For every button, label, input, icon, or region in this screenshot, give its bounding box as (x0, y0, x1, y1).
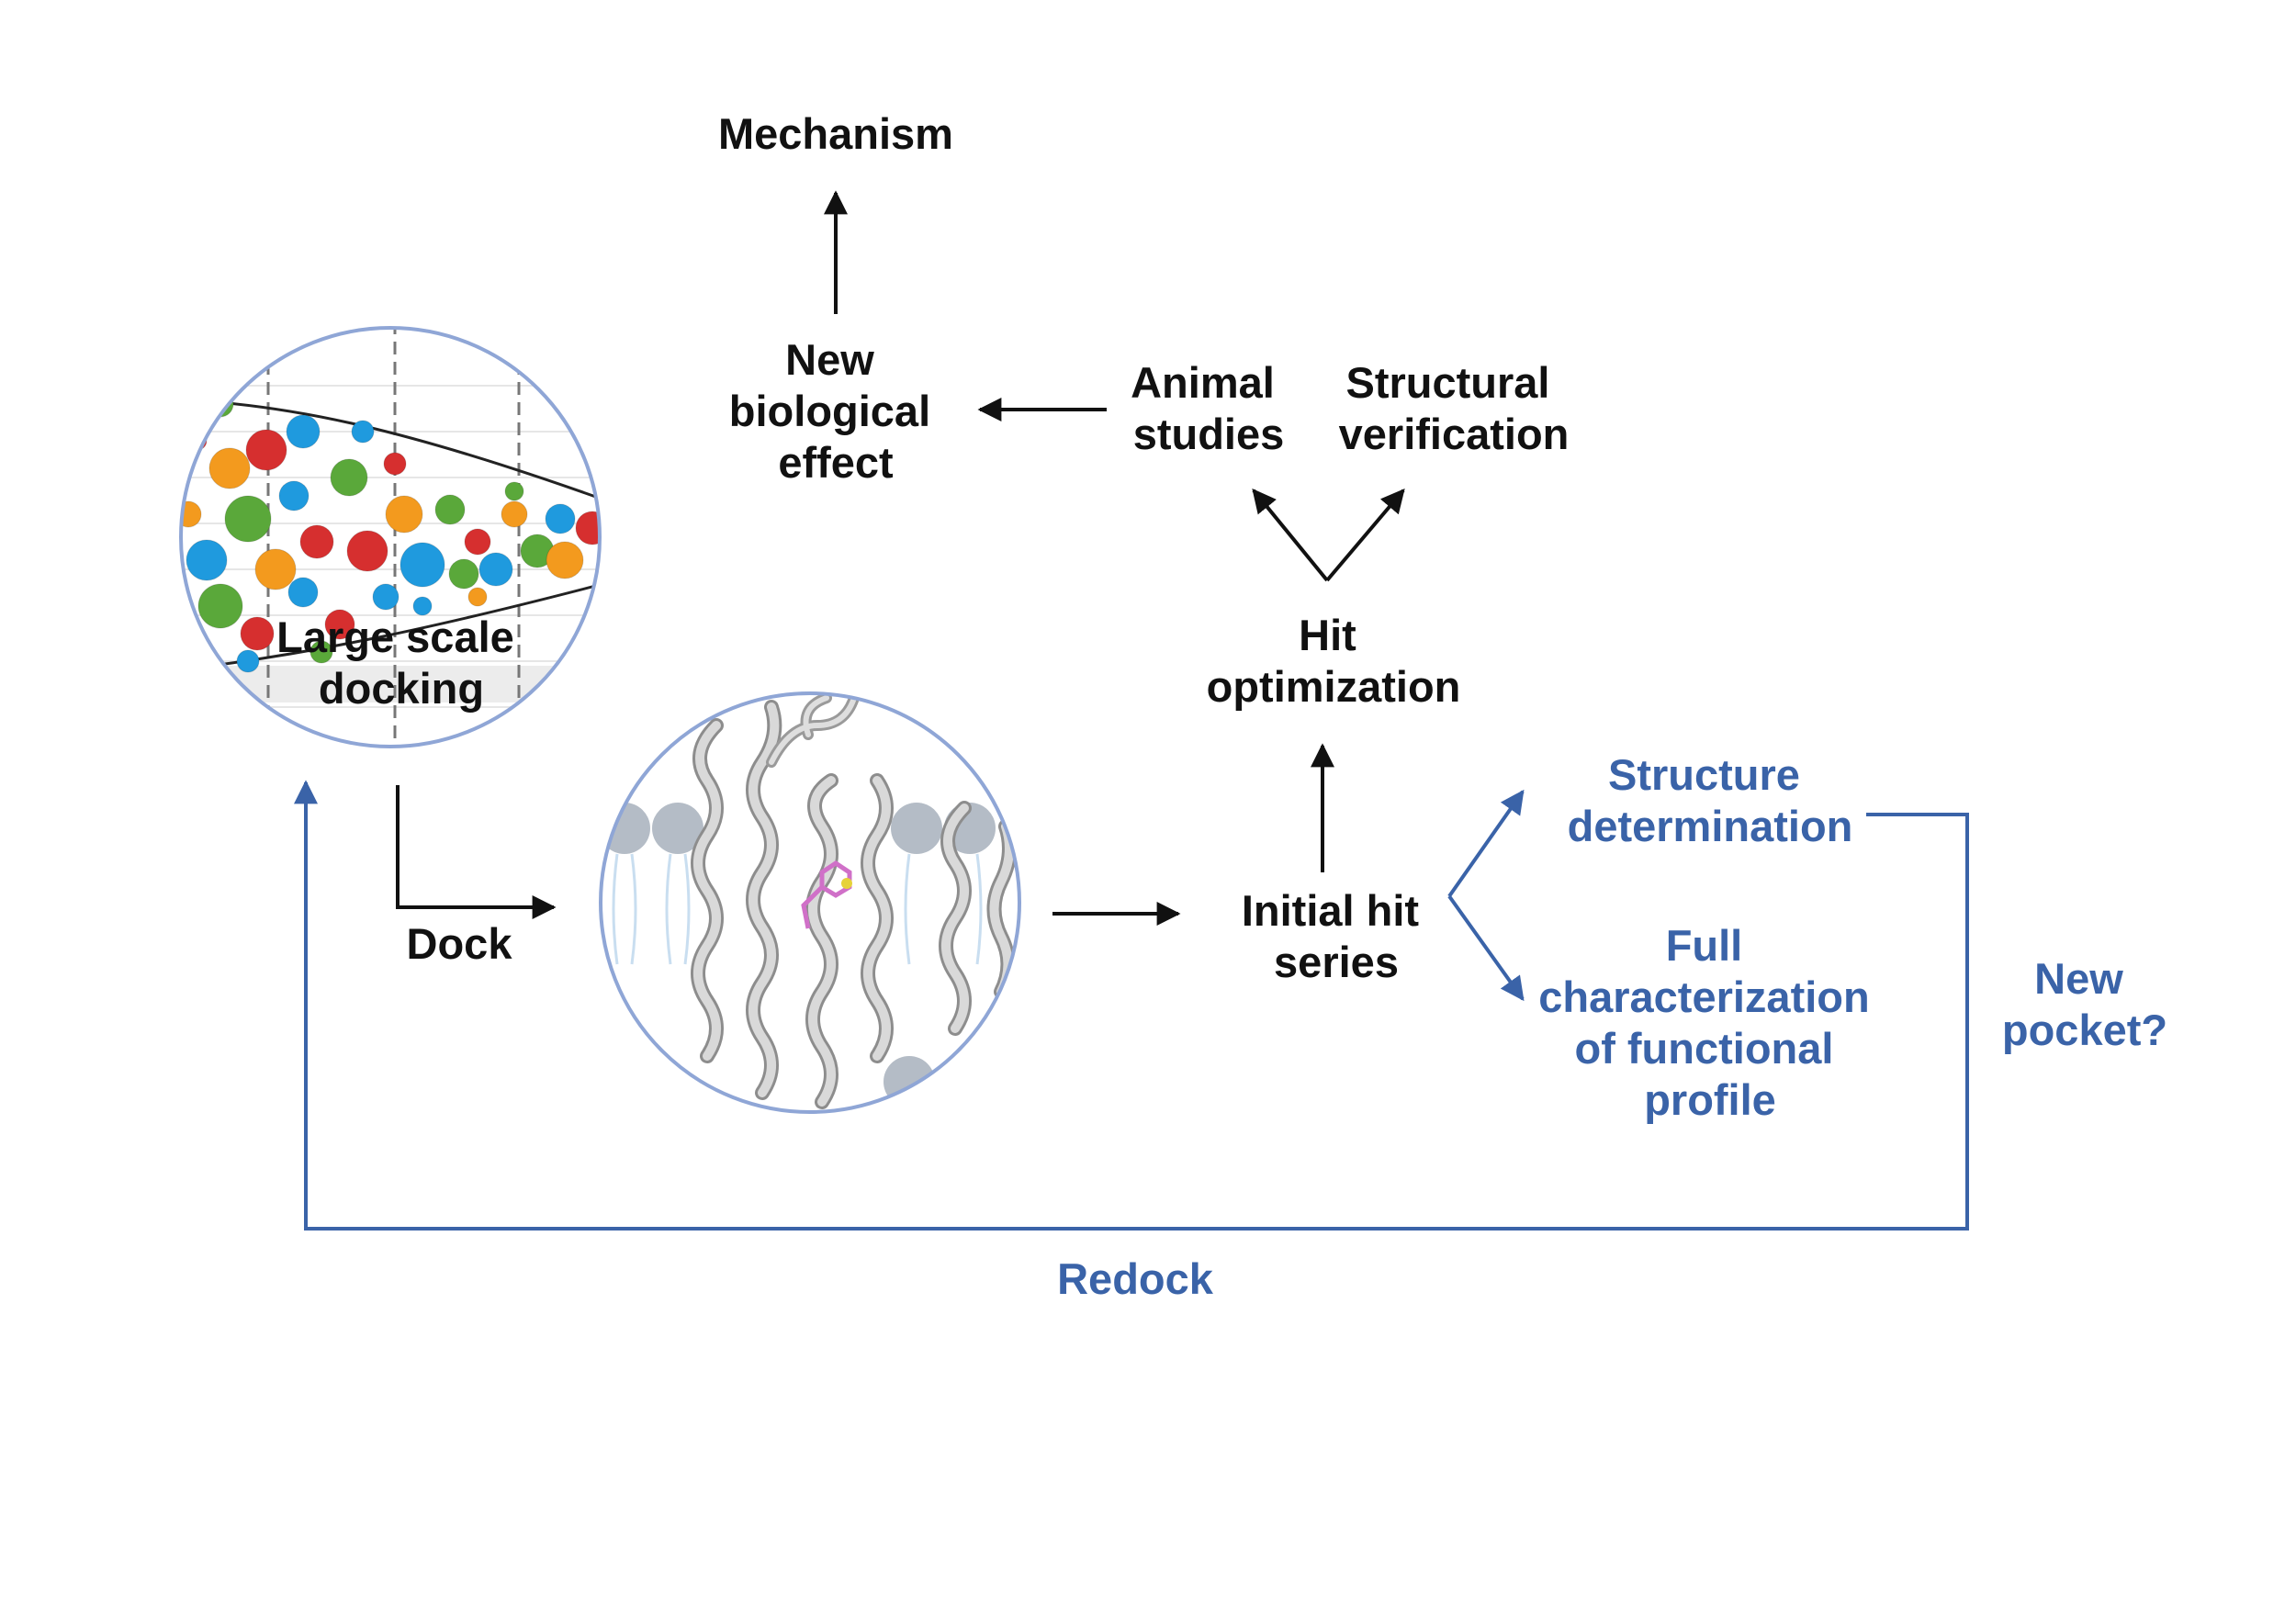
molecule-ball (210, 669, 231, 690)
molecule-ball (186, 539, 228, 581)
molecule-ball (236, 649, 260, 673)
molecule-ball (351, 420, 375, 444)
arrow-hitopt-to-animal (1252, 488, 1329, 582)
arrow-hitopt-to-structural (1325, 489, 1405, 582)
molecule-ball (286, 414, 321, 449)
molecule-ball (245, 429, 287, 471)
molecule-ball (254, 548, 297, 590)
label-full-characterization: Full characterization of functional prof… (1538, 921, 1882, 1124)
molecule-ball (278, 480, 310, 511)
label-large-scale-docking: Large scale docking (276, 612, 526, 713)
arrow-to-full-characterization (1447, 894, 1525, 1002)
molecule-ball (501, 500, 528, 528)
molecule-ball (383, 452, 407, 476)
molecule-ball (478, 552, 513, 587)
molecule-ball (545, 503, 576, 534)
label-dock: Dock (407, 919, 513, 968)
molecule-ball (372, 583, 400, 611)
molecule-ball (412, 596, 433, 616)
molecule-ball (299, 524, 334, 559)
molecule-ball (400, 542, 445, 588)
molecule-ball (346, 530, 388, 572)
label-hit-optimization: Hit optimization (1207, 611, 1461, 711)
molecule-ball (324, 609, 355, 640)
protein-in-membrane-icon (599, 691, 1021, 1114)
arrow-dock (396, 785, 557, 919)
molecule-ball (181, 500, 202, 528)
label-new-pocket: New pocket? (2002, 954, 2167, 1054)
label-mechanism: Mechanism (718, 109, 953, 158)
molecule-ball (385, 495, 423, 534)
molecule-ball (546, 541, 584, 579)
label-structure-determination: Structure determination (1568, 750, 1853, 850)
label-structural-verification: Structural verification (1339, 358, 1570, 458)
label-new-biological-effect: New biological effect (729, 335, 942, 487)
redock-loop-arrow (294, 780, 1969, 1231)
molecule-ball (448, 558, 479, 590)
molecule-ball (224, 495, 272, 543)
label-redock: Redock (1057, 1254, 1214, 1303)
molecule-ball (287, 577, 319, 608)
molecule-ball (197, 583, 243, 629)
arrow-to-structure-determination (1447, 789, 1525, 898)
molecule-ball (434, 494, 466, 525)
molecule-ball (464, 528, 491, 556)
molecule-ball (575, 511, 600, 545)
molecule-ball (310, 640, 333, 664)
molecule-ball (467, 587, 488, 607)
label-initial-hit-series: Initial hit series (1242, 886, 1431, 986)
molecule-ball (504, 481, 524, 501)
molecule-ball (240, 616, 275, 651)
label-animal-studies: Animal studies (1131, 358, 1287, 458)
molecule-ball (208, 447, 251, 489)
molecule-ball (330, 458, 368, 497)
